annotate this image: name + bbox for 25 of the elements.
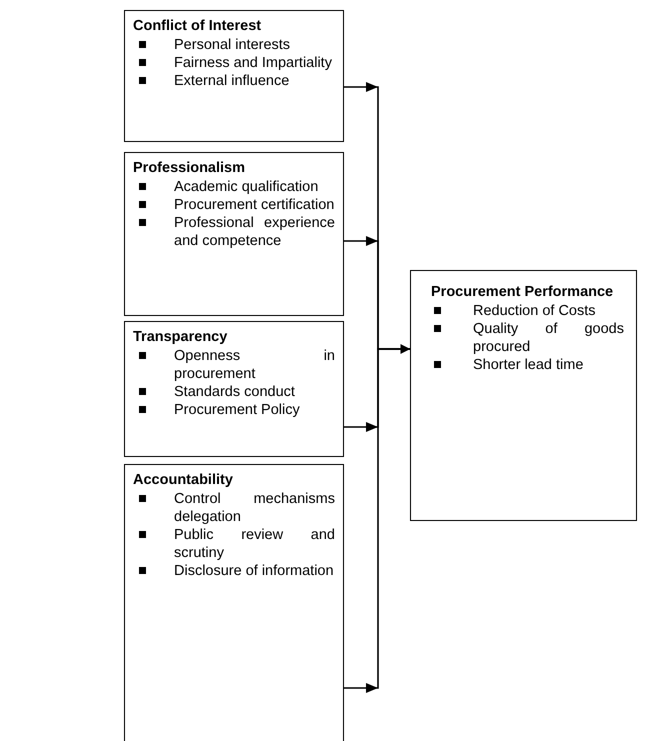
- factor-box: [124, 321, 344, 457]
- list-item: Procurement certification: [174, 196, 335, 214]
- list-item: Standards conduct: [174, 383, 296, 401]
- factor-box: [124, 10, 344, 142]
- list-item: Control mechanisms delegation: [174, 490, 335, 526]
- list-item: Academic qualification: [174, 178, 320, 196]
- box-heading: Procurement Performance: [431, 283, 614, 301]
- list-item: Openness in procurement: [174, 347, 335, 383]
- list-item: Professional experience and competence: [174, 214, 335, 250]
- list-item: Disclosure of information: [174, 562, 335, 580]
- list-item: Shorter lead time: [473, 356, 584, 374]
- list-item: Personal interests: [174, 36, 292, 54]
- factor-box: [124, 152, 344, 316]
- list-item: Public review and scrutiny: [174, 526, 335, 562]
- list-item: Fairness and Impartiality: [174, 54, 333, 72]
- box-heading: Transparency: [133, 328, 228, 346]
- box-heading: Professionalism: [133, 159, 246, 177]
- list-item: Procurement Policy: [174, 401, 301, 419]
- list-item: Quality of goods procured: [473, 320, 624, 356]
- list-item: Reduction of Costs: [473, 302, 597, 320]
- list-item: External influence: [174, 72, 290, 90]
- factor-box: [124, 464, 344, 741]
- box-heading: Conflict of Interest: [133, 17, 262, 35]
- factor-box: [410, 270, 637, 521]
- box-heading: Accountability: [133, 471, 234, 489]
